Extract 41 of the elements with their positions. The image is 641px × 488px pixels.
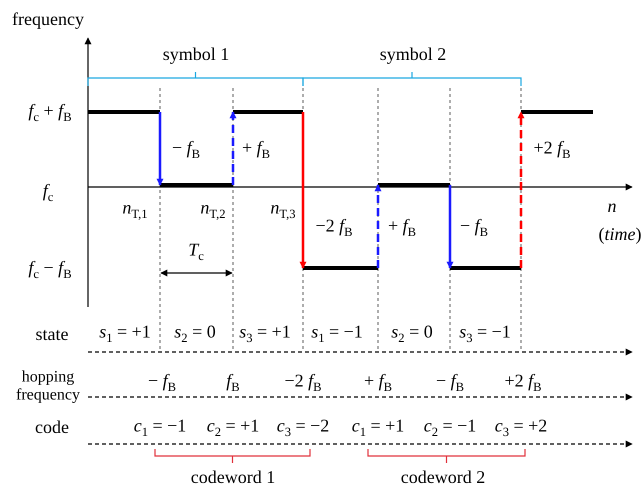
hopping-value: f$_{B}$ [226, 371, 240, 395]
time-index-label: n$_{T,1}$ [122, 198, 148, 222]
code-value: c$_{3}$ = −2 [276, 416, 330, 440]
state-value: s$_{2}$ = 0 [174, 322, 216, 346]
hopping-value: +2 f$_{B}$ [504, 371, 542, 395]
code-value: c$_{1}$ = +1 [352, 416, 404, 440]
jump-label: + f$_{B}$ [242, 138, 270, 162]
time-index-label: n$_{T,3}$ [270, 198, 296, 222]
jump-label: − f$_{B}$ [172, 138, 200, 162]
code-value: c$_{2}$ = −1 [424, 416, 476, 440]
codeword-label: codeword 1 [190, 468, 276, 488]
row-label: state [36, 325, 68, 345]
jump-label: + f$_{B}$ [388, 216, 416, 240]
symbol-label: symbol 1 [162, 45, 230, 65]
axis-label: frequency [12, 10, 84, 30]
state-value: s$_{1}$ = −1 [311, 322, 363, 346]
state-value: s$_{3}$ = −1 [459, 322, 511, 346]
hopping-value: − f$_{B}$ [148, 371, 176, 395]
time-index-label: n$_{T,2}$ [200, 198, 226, 222]
jump-label: +2 f$_{B}$ [533, 138, 571, 162]
symbol-label: symbol 2 [380, 45, 446, 65]
hopping-value: − f$_{B}$ [436, 371, 464, 395]
axis-label: (time) [598, 225, 641, 245]
level-label: f$_{c}$ − f$_{B}$ [28, 258, 72, 282]
state-value: s$_{2}$ = 0 [391, 322, 433, 346]
dimension-label: T$_{c}$ [188, 240, 204, 264]
code-value: c$_{2}$ = +1 [206, 416, 260, 440]
state-value: s$_{3}$ = +1 [239, 322, 291, 346]
jump-label: −2 f$_{B}$ [315, 216, 353, 240]
codeword-label: codeword 2 [400, 468, 486, 488]
row-label: hopping frequency [15, 368, 81, 404]
hopping-value: −2 f$_{B}$ [284, 371, 322, 395]
state-value: s$_{1}$ = +1 [99, 322, 151, 346]
hopping-value: + f$_{B}$ [364, 371, 392, 395]
code-value: c$_{1}$ = −1 [134, 416, 186, 440]
row-label: code [35, 418, 69, 438]
level-label: f$_{c}$ [42, 181, 54, 205]
axis-label: n [608, 197, 616, 217]
level-label: f$_{c}$ + f$_{B}$ [28, 101, 72, 125]
code-value: c$_{3}$ = +2 [494, 416, 548, 440]
jump-label: − f$_{B}$ [460, 216, 488, 240]
